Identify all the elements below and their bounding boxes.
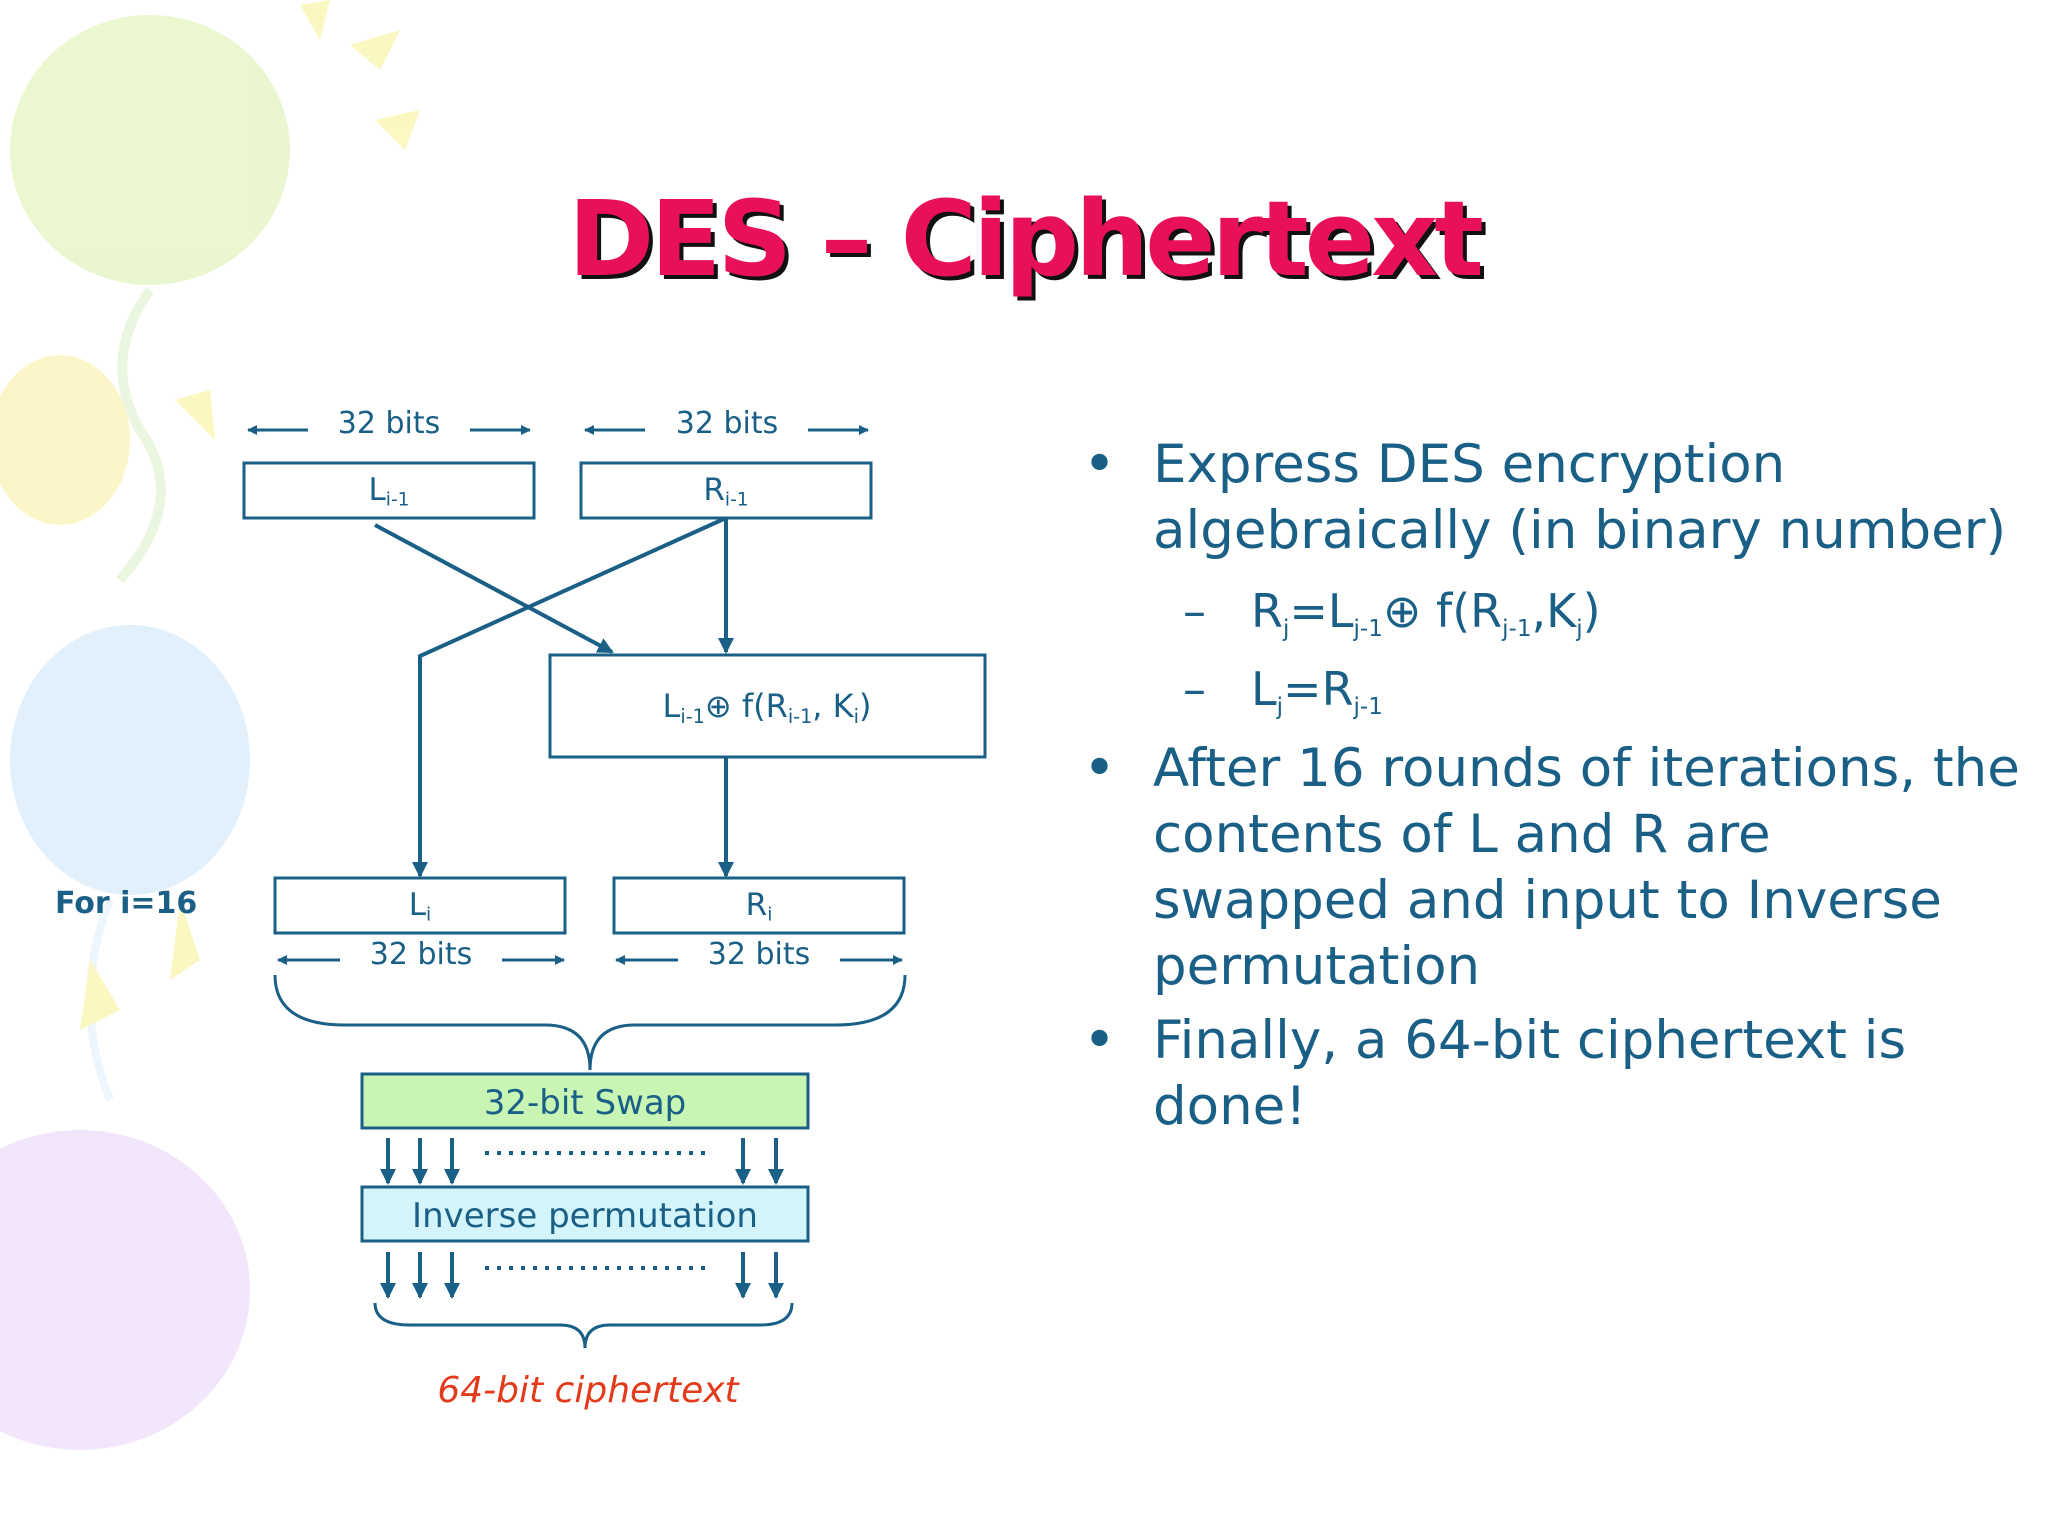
top-bits-left-label: 32 bits xyxy=(337,406,441,441)
bullet-dot: • xyxy=(1083,432,1117,497)
inverse-down-arrows xyxy=(380,1252,784,1299)
bottom-bits-left-label: 32 bits xyxy=(369,937,473,972)
box-r xyxy=(612,876,906,935)
bullet-item: • Finally, a 64-bit ciphertext is done! xyxy=(1083,1008,2023,1140)
swap-box xyxy=(360,1072,810,1130)
f-box-label: Li-1⊕ f(Ri-1, Ki) xyxy=(662,687,872,728)
bullet-item: • After 16 rounds of iterations, the con… xyxy=(1083,736,2023,1000)
slide-title: DES – Ciphertext xyxy=(567,178,1484,300)
inverse-box xyxy=(360,1185,810,1243)
sub-bullet-item: – Lj=Rj-1 xyxy=(1083,650,2023,728)
bullet-text: Finally, a 64-bit ciphertext is done! xyxy=(1153,1010,1907,1137)
box-l-prev-label: Li-1 xyxy=(368,472,410,511)
bullet-text: Express DES encryption algebraically (in… xyxy=(1153,434,2007,561)
inverse-permutation-label: Inverse permutation xyxy=(412,1196,758,1236)
swap-label: 32-bit Swap xyxy=(483,1083,687,1123)
flow-lines xyxy=(374,516,734,878)
box-l xyxy=(273,876,567,935)
box-l-label: Li xyxy=(408,887,432,926)
box-r-label: Ri xyxy=(745,887,773,926)
bottom-bits-right-label: 32 bits xyxy=(707,937,811,972)
sub-bullet-dash: – xyxy=(1183,584,1206,638)
swap-down-arrows xyxy=(380,1138,784,1185)
ciphertext-label: 64-bit ciphertext xyxy=(437,1370,739,1411)
box-l-prev xyxy=(242,461,536,520)
for-i-label: For i=16 xyxy=(55,886,198,921)
bullet-text: After 16 rounds of iterations, the conte… xyxy=(1153,738,2020,997)
box-r-prev-label: Ri-1 xyxy=(703,472,749,511)
bullet-dot: • xyxy=(1083,1008,1117,1073)
f-box xyxy=(548,653,987,759)
sub-bullet-formula: Rj=Lj-1⊕ f(Rj-1,Kj) xyxy=(1251,584,1601,643)
sub-bullet-formula: Lj=Rj-1 xyxy=(1251,662,1383,721)
output-brace xyxy=(273,974,907,1071)
bullet-item: • Express DES encryption algebraically (… xyxy=(1083,432,2023,564)
sub-bullet-dash: – xyxy=(1183,662,1206,716)
bullet-dot: • xyxy=(1083,736,1117,801)
top-bits-right-label: 32 bits xyxy=(675,406,779,441)
bullet-list: • Express DES encryption algebraically (… xyxy=(1083,432,2023,1148)
sub-bullet-item: – Rj=Lj-1⊕ f(Rj-1,Kj) xyxy=(1083,572,2023,650)
ciphertext-brace xyxy=(373,1302,794,1349)
